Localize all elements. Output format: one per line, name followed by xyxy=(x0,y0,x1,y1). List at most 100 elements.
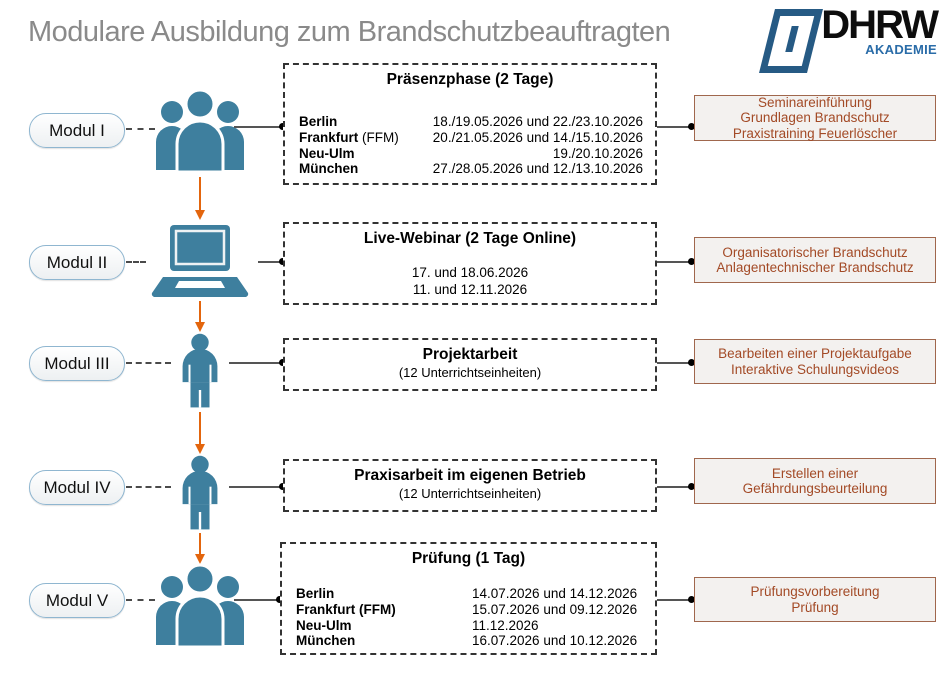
module-3-topic-dot xyxy=(688,359,695,366)
topic-line: Grundlagen Brandschutz xyxy=(740,110,890,126)
module-1-topic-dot xyxy=(688,123,695,130)
module-2-schedule-box: Live-Webinar (2 Tage Online) 17. und 18.… xyxy=(283,222,657,305)
module-2-topic-box: Organisatorischer Brandschutz Anlagentec… xyxy=(694,237,936,283)
module-2-topic-dot xyxy=(688,258,695,265)
module-4-pill: Modul IV xyxy=(29,470,125,505)
module-5-pill: Modul V xyxy=(29,583,125,618)
module-2-box-connector xyxy=(258,261,283,263)
module-2-box-title: Live-Webinar (2 Tage Online) xyxy=(363,230,577,247)
city-label: München xyxy=(296,633,356,649)
module-3-box-subtitle: (12 Unterrichtseinheiten) xyxy=(398,365,542,380)
module-3-topic-connector xyxy=(657,362,694,364)
module-3-pill: Modul III xyxy=(29,346,125,381)
module-1-schedule-rows: Berlin 18./19.05.2026 und 22./23.10.2026… xyxy=(285,114,655,177)
dates-label: 17. und 18.06.2026 xyxy=(411,265,529,280)
dates-label: 19./20.10.2026 xyxy=(552,145,643,161)
city-label: Neu-Ulm xyxy=(299,145,355,161)
schedule-row: Neu-Ulm 11.12.2026 xyxy=(296,618,643,634)
module-4-dash-connector xyxy=(126,486,171,488)
module-3-box-title: Projektarbeit xyxy=(422,346,518,363)
dates-label: 20./21.05.2026 und 14./15.10.2026 xyxy=(432,129,643,145)
module-5-box-connector xyxy=(234,599,280,601)
module-4-schedule-box: Praxisarbeit im eigenen Betrieb (12 Unte… xyxy=(283,459,657,512)
module-1-box-title: Präsenzphase (2 Tage) xyxy=(386,71,554,88)
flow-arrow-icon xyxy=(194,177,205,220)
topic-line: Praxistraining Feuerlöscher xyxy=(732,125,898,141)
schedule-row: München 16.07.2026 und 10.12.2026 xyxy=(296,633,643,649)
module-2-dates: 17. und 18.06.2026 11. und 12.11.2026 xyxy=(285,265,655,298)
module-1-topic-box: Seminareinführung Grundlagen Brandschutz… xyxy=(694,95,936,141)
module-5-connector-dot xyxy=(276,596,283,603)
dhrw-logo-text: DHRW AKADEMIE xyxy=(821,3,939,57)
topic-line: Prüfungsvorbereitung xyxy=(750,584,880,599)
module-4-box-subtitle: (12 Unterrichtseinheiten) xyxy=(398,486,542,501)
person-icon xyxy=(172,455,228,531)
city-suffix: (FFM) xyxy=(358,129,399,145)
module-1-pill: Modul I xyxy=(29,113,125,148)
topic-line: Interaktive Schulungsvideos xyxy=(730,361,900,377)
schedule-row: München 27./28.05.2026 und 12./13.10.202… xyxy=(299,161,643,177)
person-icon xyxy=(172,333,228,409)
topic-line: Prüfung xyxy=(791,599,839,615)
module-2-pill: Modul II xyxy=(29,245,125,280)
schedule-row: Berlin 18./19.05.2026 und 22./23.10.2026 xyxy=(299,114,643,130)
module-5-box-title: Prüfung (1 Tag) xyxy=(411,550,526,567)
dhrw-logo: DHRW AKADEMIE xyxy=(759,3,939,73)
city-label: Frankfurt xyxy=(299,129,359,145)
topic-line: Bearbeiten einer Projektaufgabe xyxy=(718,346,912,361)
dates-label: 14.07.2026 und 14.12.2026 xyxy=(472,586,638,601)
city-label: Berlin xyxy=(299,114,338,129)
module-3-box-connector xyxy=(229,362,283,364)
dates-label: 11. und 12.11.2026 xyxy=(412,281,528,297)
city-label: Berlin xyxy=(296,586,335,601)
dhrw-logo-bar xyxy=(785,26,800,52)
module-1-label: Modul I xyxy=(49,120,105,140)
module-1-connector-dot xyxy=(279,123,286,130)
page-title: Modulare Ausbildung zum Brandschutzbeauf… xyxy=(28,16,671,48)
schedule-row: Neu-Ulm 19./20.10.2026 xyxy=(299,146,643,162)
city-label: Neu-Ulm xyxy=(296,617,352,633)
topic-line: Anlagentechnischer Brandschutz xyxy=(716,260,914,275)
module-2-topic-connector xyxy=(657,261,694,263)
flow-arrow-icon xyxy=(194,301,205,332)
module-5-dash-connector xyxy=(126,599,155,601)
people-group-icon xyxy=(152,563,248,649)
logo-subtitle: AKADEMIE xyxy=(865,42,937,57)
dates-label: 15.07.2026 und 09.12.2026 xyxy=(472,601,638,617)
module-1-dash-connector xyxy=(126,128,155,130)
module-4-box-title: Praxisarbeit im eigenen Betrieb xyxy=(354,467,586,484)
dates-label: 27./28.05.2026 und 12./13.10.2026 xyxy=(432,161,643,177)
topic-line: Erstellen einer xyxy=(771,465,859,481)
schedule-row: Frankfurt (FFM) 15.07.2026 und 09.12.202… xyxy=(296,602,643,618)
logo-name: DHRW xyxy=(821,3,939,47)
topic-line: Seminareinführung xyxy=(757,94,873,110)
dhrw-logo-icon xyxy=(759,9,824,73)
dates-label: 11.12.2026 xyxy=(472,617,539,633)
module-4-label: Modul IV xyxy=(43,477,111,497)
city-label: München xyxy=(299,161,359,177)
module-3-dash-connector xyxy=(126,362,171,364)
module-1-topic-connector xyxy=(657,126,694,128)
topic-line: Organisatorischer Brandschutz xyxy=(722,244,908,260)
module-3-label: Modul III xyxy=(44,353,110,373)
flow-arrow-icon xyxy=(194,533,205,564)
city-label: Frankfurt (FFM) xyxy=(296,601,396,617)
module-5-label: Modul V xyxy=(45,590,109,610)
module-3-connector-dot xyxy=(279,359,286,366)
module-4-topic-box: Erstellen einer Gefährdungsbeurteilung xyxy=(694,458,936,504)
module-4-box-connector xyxy=(229,486,283,488)
schedule-row: Berlin 14.07.2026 und 14.12.2026 xyxy=(296,586,643,602)
module-5-topic-box: Prüfungsvorbereitung Prüfung xyxy=(694,577,936,622)
module-4-topic-connector xyxy=(657,486,694,488)
flow-arrow-icon xyxy=(194,412,205,454)
module-4-connector-dot xyxy=(279,483,286,490)
module-4-topic-dot xyxy=(688,483,695,490)
laptop-icon xyxy=(143,225,257,299)
module-5-topic-connector xyxy=(657,599,694,601)
module-3-topic-box: Bearbeiten einer Projektaufgabe Interakt… xyxy=(694,339,936,384)
dates-label: 16.07.2026 und 10.12.2026 xyxy=(472,633,638,649)
module-3-schedule-box: Projektarbeit (12 Unterrichtseinheiten) xyxy=(283,338,657,391)
module-1-box-connector xyxy=(234,126,283,128)
module-1-schedule-box: Präsenzphase (2 Tage) Berlin 18./19.05.2… xyxy=(283,63,657,185)
